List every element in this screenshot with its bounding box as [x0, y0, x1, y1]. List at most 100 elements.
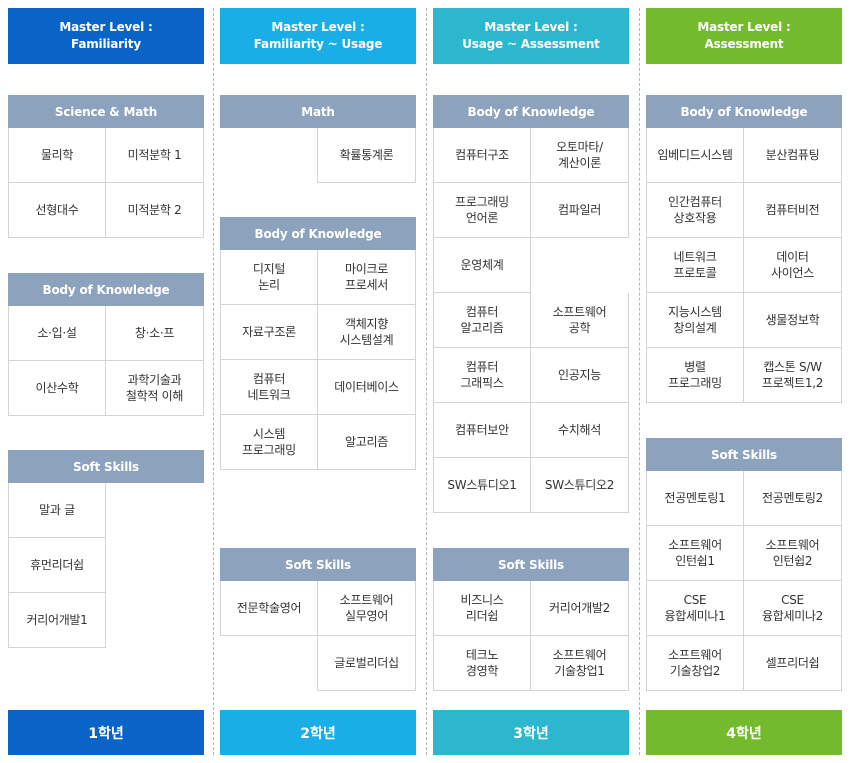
- course-cell: 휴먼리더쉽: [8, 538, 106, 593]
- empty-cell: [220, 128, 318, 183]
- group-title: Body of Knowledge: [646, 95, 842, 128]
- master-level-line: Familiarity ~ Usage: [253, 37, 383, 51]
- course-cell: 확률통계론: [318, 128, 416, 183]
- course-cell: 소프트웨어 인턴쉽2: [744, 526, 842, 581]
- empty-cell: [106, 483, 204, 538]
- course-cell: 마이크로 프로세서: [318, 250, 416, 305]
- group-title: Soft Skills: [433, 548, 629, 581]
- course-cell: 네트워크 프로토콜: [646, 238, 744, 293]
- master-level-header: Master Level :Assessment: [646, 8, 842, 64]
- course-cell: 커리어개발2: [531, 581, 629, 636]
- course-cell: SW스튜디오1: [433, 458, 531, 513]
- course-cell: 과학기술과 철학적 이해: [106, 361, 204, 416]
- course-cell: 오토마타/ 계산이론: [531, 128, 629, 183]
- master-level-header: Master Level : Familiarity: [8, 8, 204, 64]
- course-cell: 글로벌리더십: [318, 636, 416, 691]
- course-cell: 미적분학 2: [106, 183, 204, 238]
- grade-label: 1학년: [8, 710, 204, 755]
- course-cell: 객체지향 시스템설계: [318, 305, 416, 360]
- course-cell: 데이터베이스: [318, 360, 416, 415]
- master-level-line: Familiarity: [71, 37, 141, 51]
- course-cell: 컴퓨터보안: [433, 403, 531, 458]
- group-title: Science & Math: [8, 95, 204, 128]
- empty-cell: [106, 538, 204, 593]
- course-cell: 컴퓨터구조: [433, 128, 531, 183]
- course-cell: 셀프리더쉽: [744, 636, 842, 691]
- course-cell: 소·입·설: [8, 306, 106, 361]
- group-title: Body of Knowledge: [220, 217, 416, 250]
- course-cell: 인공지능: [531, 348, 629, 403]
- course-grid: 확률통계론: [220, 128, 416, 183]
- course-cell: 지능시스템 창의설계: [646, 293, 744, 348]
- course-cell: 전공멘토링1: [646, 471, 744, 526]
- course-cell: 데이터 사이언스: [744, 238, 842, 293]
- group-title: Body of Knowledge: [8, 273, 204, 306]
- column-divider: [639, 8, 640, 755]
- course-cell: 커리어개발1: [8, 593, 106, 648]
- master-level-line: Master Level :: [59, 20, 153, 34]
- course-cell: 캡스톤 S/W 프로젝트1,2: [744, 348, 842, 403]
- course-cell: 소프트웨어 기술창업2: [646, 636, 744, 691]
- course-cell: 물리학: [8, 128, 106, 183]
- course-cell: 컴퓨터 알고리즘: [433, 293, 531, 348]
- course-cell: 인간컴퓨터 상호작용: [646, 183, 744, 238]
- course-cell: SW스튜디오2: [531, 458, 629, 513]
- course-cell: 자료구조론: [220, 305, 318, 360]
- course-cell: 수치해석: [531, 403, 629, 458]
- course-cell: CSE 융합세미나2: [744, 581, 842, 636]
- course-cell: 비즈니스 리더쉽: [433, 581, 531, 636]
- course-cell: 말과 글: [8, 483, 106, 538]
- course-cell: 소프트웨어 기술창업1: [531, 636, 629, 691]
- course-cell: 창·소·프: [106, 306, 204, 361]
- master-level-line: Master Level :: [484, 20, 578, 34]
- course-cell: 시스템 프로그래밍: [220, 415, 318, 470]
- empty-cell: [220, 636, 318, 691]
- course-cell: 컴퓨터비전: [744, 183, 842, 238]
- group-title: Soft Skills: [646, 438, 842, 471]
- group-title: Soft Skills: [8, 450, 204, 483]
- master-level-line: Usage ~ Assessment: [462, 37, 600, 51]
- course-cell: 디지털 논리: [220, 250, 318, 305]
- grade-label: 2학년: [220, 710, 416, 755]
- course-cell: 컴퓨터 그래픽스: [433, 348, 531, 403]
- empty-cell: [531, 238, 629, 293]
- course-cell: CSE 융합세미나1: [646, 581, 744, 636]
- master-level-line: Master Level :: [271, 20, 365, 34]
- grade-label: 3학년: [433, 710, 629, 755]
- course-cell: 프로그래밍 언어론: [433, 183, 531, 238]
- grade-label: 4학년: [646, 710, 842, 755]
- course-cell: 임베디드시스템: [646, 128, 744, 183]
- course-cell: 미적분학 1: [106, 128, 204, 183]
- course-cell: 이산수학: [8, 361, 106, 416]
- course-cell: 소프트웨어 인턴쉽1: [646, 526, 744, 581]
- master-level-header: Master Level : Familiarity ~ Usage: [220, 8, 416, 64]
- course-cell: 컴퓨터 네트워크: [220, 360, 318, 415]
- group-title: Math: [220, 95, 416, 128]
- course-cell: 분산컴퓨팅: [744, 128, 842, 183]
- empty-cell: [106, 593, 204, 648]
- course-cell: 병렬 프로그래밍: [646, 348, 744, 403]
- course-cell: 생물정보학: [744, 293, 842, 348]
- master-level-line: Assessment: [704, 37, 784, 51]
- course-cell: 컴파일러: [531, 183, 629, 238]
